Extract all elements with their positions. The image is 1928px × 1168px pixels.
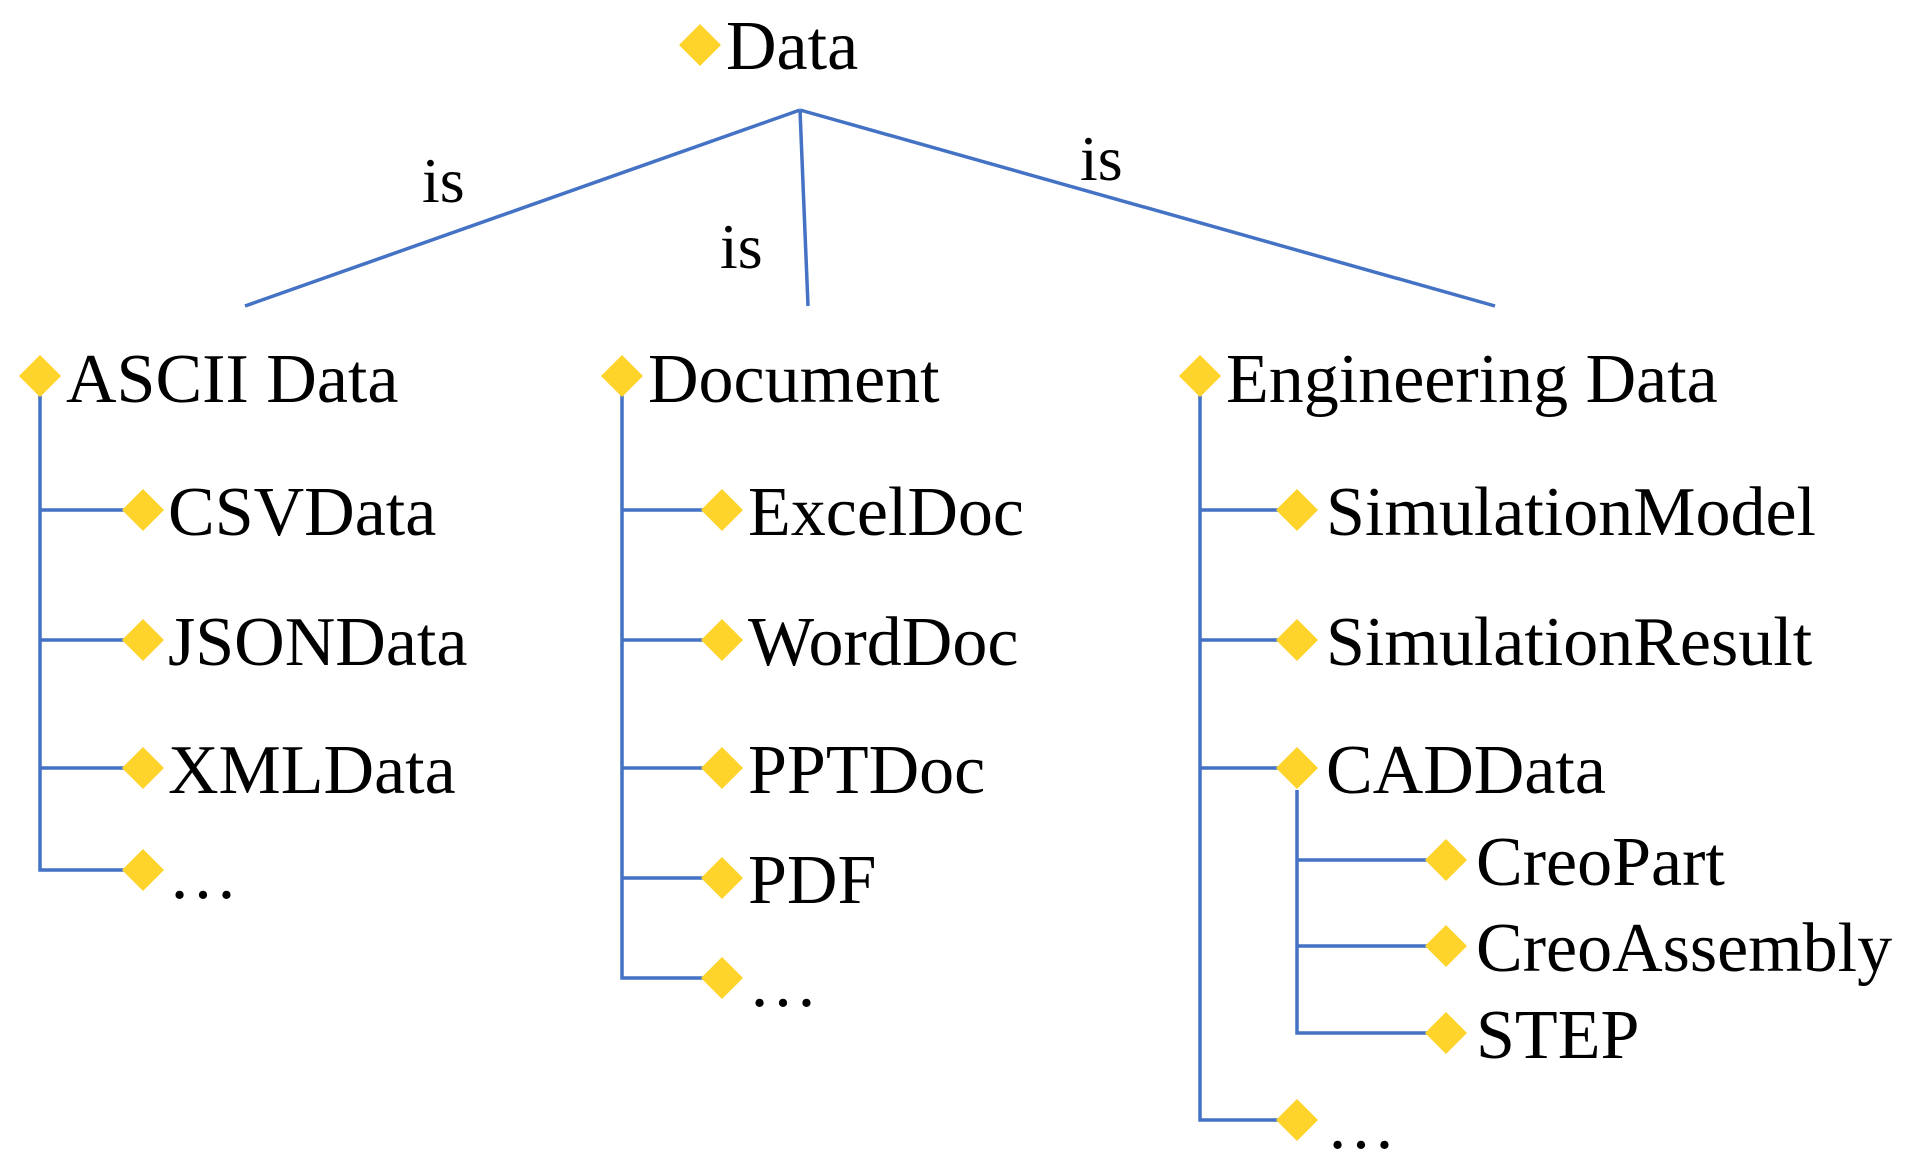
node-label-creopart: CreoPart <box>1476 824 1725 901</box>
connector-caddata <box>1295 790 1446 1035</box>
yellow-diamond-icon <box>122 747 164 789</box>
yellow-diamond-icon <box>1276 1099 1318 1141</box>
edge-root-document <box>798 109 810 307</box>
node-label-simulationresult: SimulationResult <box>1326 604 1813 681</box>
node-label-exceldoc: ExcelDoc <box>748 474 1024 551</box>
yellow-diamond-icon <box>122 489 164 531</box>
branch-label-engineering: Engineering Data <box>1226 341 1718 418</box>
edge-root-ascii <box>244 108 801 308</box>
yellow-diamond-icon <box>601 355 643 397</box>
relation-edges <box>244 108 1496 308</box>
node-label-pptdoc: PPTDoc <box>748 732 985 809</box>
yellow-diamond-icon <box>1425 925 1467 967</box>
yellow-diamond-icon <box>701 957 743 999</box>
yellow-diamond-icon <box>1276 489 1318 531</box>
node-label-creoassembly: CreoAssembly <box>1476 910 1892 987</box>
branch-label-ascii: ASCII Data <box>66 341 398 418</box>
relation-label-engineering: is <box>1080 123 1123 194</box>
relation-label-ascii: is <box>422 145 465 216</box>
node-label-engineering-more: … <box>1326 1087 1396 1164</box>
yellow-diamond-icon <box>679 24 721 66</box>
root-node-label: Data <box>726 8 858 85</box>
node-label-caddata: CADData <box>1326 732 1606 809</box>
node-label-jsondata: JSONData <box>168 604 467 681</box>
yellow-diamond-icon <box>1179 355 1221 397</box>
node-label-document-more: … <box>748 945 818 1022</box>
yellow-diamond-icon <box>19 355 61 397</box>
node-labels: Data ASCII Data CSVData JSONData XMLData… <box>66 8 1892 1164</box>
connector-document <box>620 378 722 980</box>
node-label-simulationmodel: SimulationModel <box>1326 474 1816 551</box>
tree-connectors <box>38 378 1446 1122</box>
edge-root-engineering <box>799 108 1496 308</box>
yellow-diamond-icon <box>1276 619 1318 661</box>
connector-ascii <box>38 378 143 872</box>
branch-label-document: Document <box>648 341 940 418</box>
yellow-diamond-icon <box>122 619 164 661</box>
node-label-xmldata: XMLData <box>168 732 456 809</box>
yellow-diamond-icon <box>701 857 743 899</box>
node-markers <box>19 24 1467 1141</box>
connector-engineering <box>1198 378 1297 1122</box>
yellow-diamond-icon <box>701 489 743 531</box>
yellow-diamond-icon <box>701 619 743 661</box>
node-label-step: STEP <box>1476 997 1639 1074</box>
node-label-csvdata: CSVData <box>168 474 436 551</box>
yellow-diamond-icon <box>1425 839 1467 881</box>
relation-label-document: is <box>720 211 763 282</box>
node-label-pdf: PDF <box>748 842 876 919</box>
yellow-diamond-icon <box>1276 747 1318 789</box>
node-label-ascii-more: … <box>168 837 238 914</box>
node-label-worddoc: WordDoc <box>748 604 1018 681</box>
yellow-diamond-icon <box>1425 1012 1467 1054</box>
yellow-diamond-icon <box>122 849 164 891</box>
yellow-diamond-icon <box>701 747 743 789</box>
